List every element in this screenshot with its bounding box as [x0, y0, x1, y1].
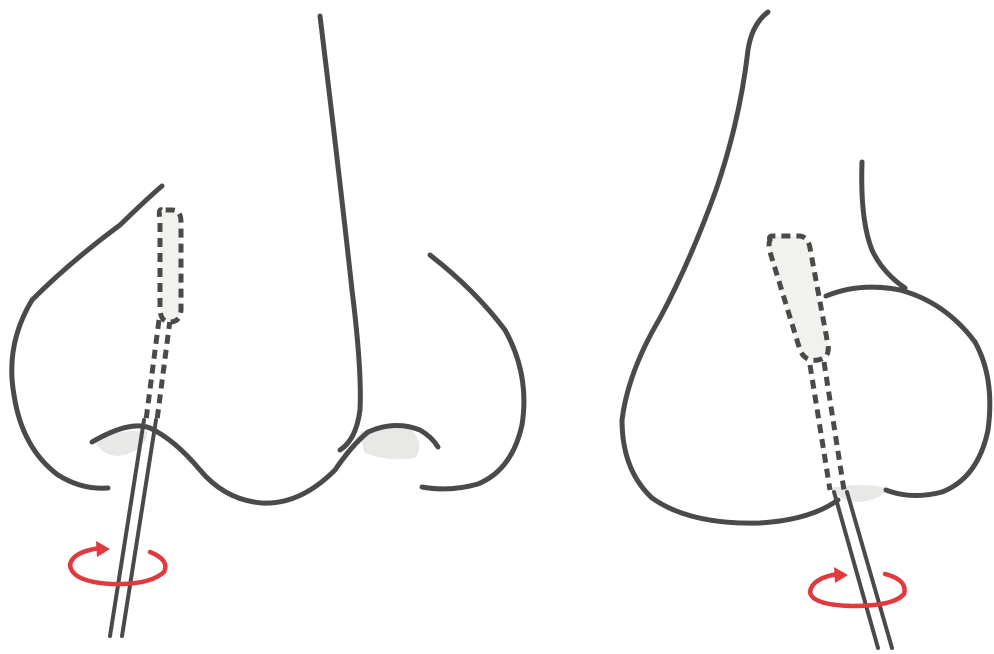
swab-tip-side: [769, 236, 828, 360]
rotate-arrow-head-front: [96, 541, 110, 557]
swab-hidden-shaft-left: [146, 320, 159, 420]
front-view-panel: [12, 16, 524, 636]
nose-bridge-line: [320, 16, 360, 450]
cheek-line: [862, 162, 905, 288]
swab-tip: [159, 210, 181, 322]
side-view-panel: [622, 12, 990, 648]
right-ala-outline: [422, 255, 524, 489]
rotate-arrow-head-side: [834, 567, 848, 583]
swab-hidden-shaft-right: [157, 320, 170, 420]
side-ala-outline: [826, 287, 990, 495]
